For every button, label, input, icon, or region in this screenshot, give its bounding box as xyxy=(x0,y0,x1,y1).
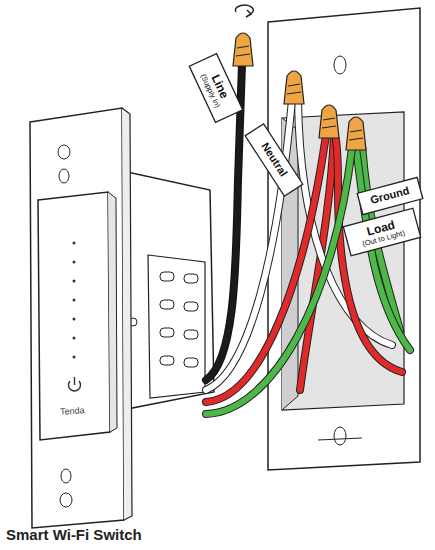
wall-box xyxy=(268,8,420,470)
wire-nuts xyxy=(233,5,366,150)
line-tag: Line(Supply In) xyxy=(199,67,233,109)
caption: Smart Wi-Fi Switch xyxy=(6,527,142,543)
wire-tags xyxy=(189,54,422,256)
switch-plate xyxy=(30,108,132,528)
switch-body xyxy=(118,170,214,410)
